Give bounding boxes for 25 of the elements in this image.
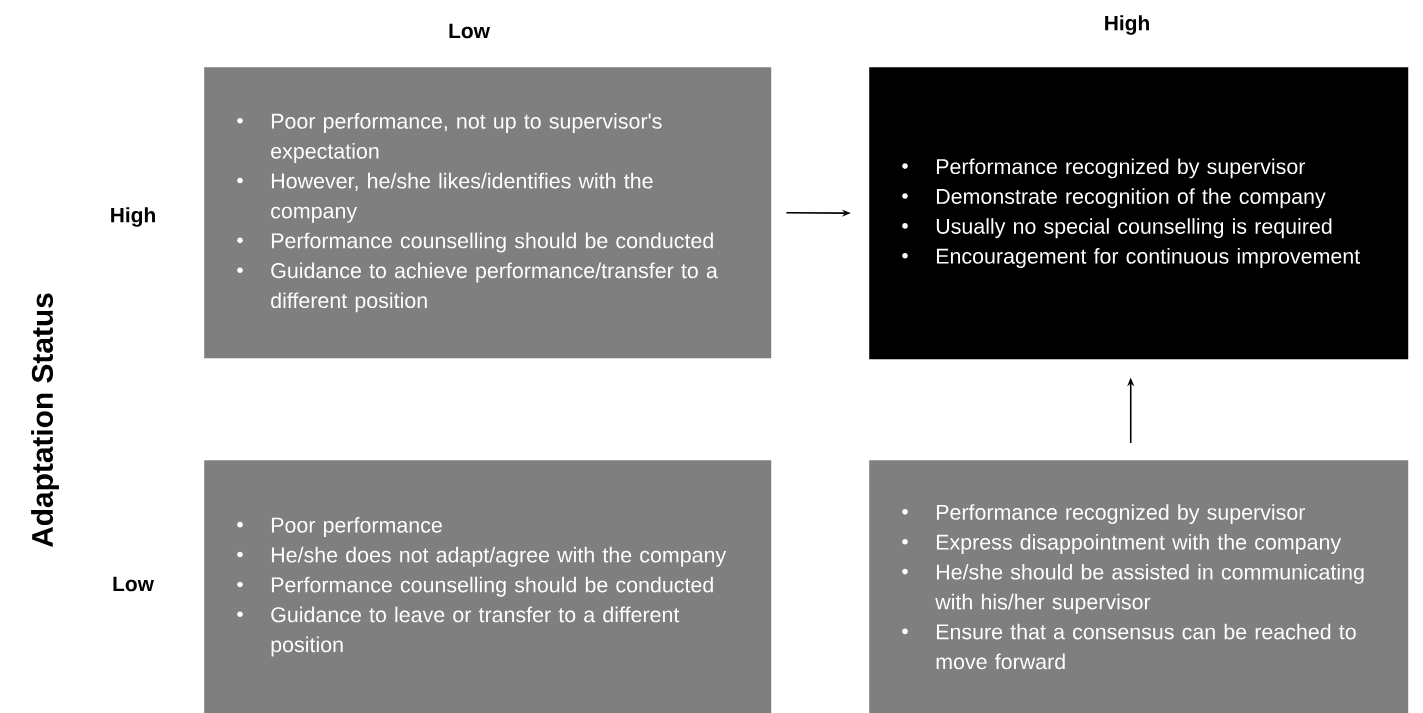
bullet-text: Express disappointment with the company: [936, 534, 1342, 554]
bullet-text: Poor performance: [271, 516, 442, 537]
quadrant-box: [204, 460, 772, 713]
bullet-text: He/she should be assisted in communicating with his/her supervisor: [935, 563, 1364, 614]
quadrant-box: [204, 67, 772, 359]
bullet-text: Performance counselling should be conducted: [271, 576, 713, 597]
bullet-text: Performance recognized by supervisor: [936, 158, 1306, 179]
axis-title: Adaptation Status: [31, 293, 59, 548]
axis-label: High: [1105, 15, 1149, 35]
axis-label: Low: [113, 576, 154, 592]
quadrant-box: [869, 460, 1409, 713]
axis-label: Low: [449, 23, 490, 39]
bullet-text: Ensure that a consensus can be reached to move forward: [936, 623, 1356, 670]
bullet-text: He/she does not adapt/agree with the company: [271, 546, 727, 567]
bullet-text: Usually no special counselling is required: [936, 218, 1332, 239]
axis-label: High: [111, 207, 155, 227]
bullet-text: Encouragement for continuous improvement: [936, 248, 1361, 269]
bullet-text: Performance counselling should be conducted: [271, 232, 713, 253]
bullet-text: Performance recognized by supervisor: [936, 504, 1306, 525]
bullet-text: Guidance to achieve performance/transfer to a different position: [271, 262, 718, 313]
quadrant-box: [869, 67, 1409, 360]
bullet-text: Demonstrate recognition of the company: [936, 188, 1326, 209]
bullet-text: Guidance to leave or transfer to a different position: [271, 606, 680, 657]
bullet-text: However, he/she likes/identifies with the company: [271, 172, 653, 223]
bullet-text: Poor performance, not up to supervisor's expectation: [271, 113, 662, 163]
